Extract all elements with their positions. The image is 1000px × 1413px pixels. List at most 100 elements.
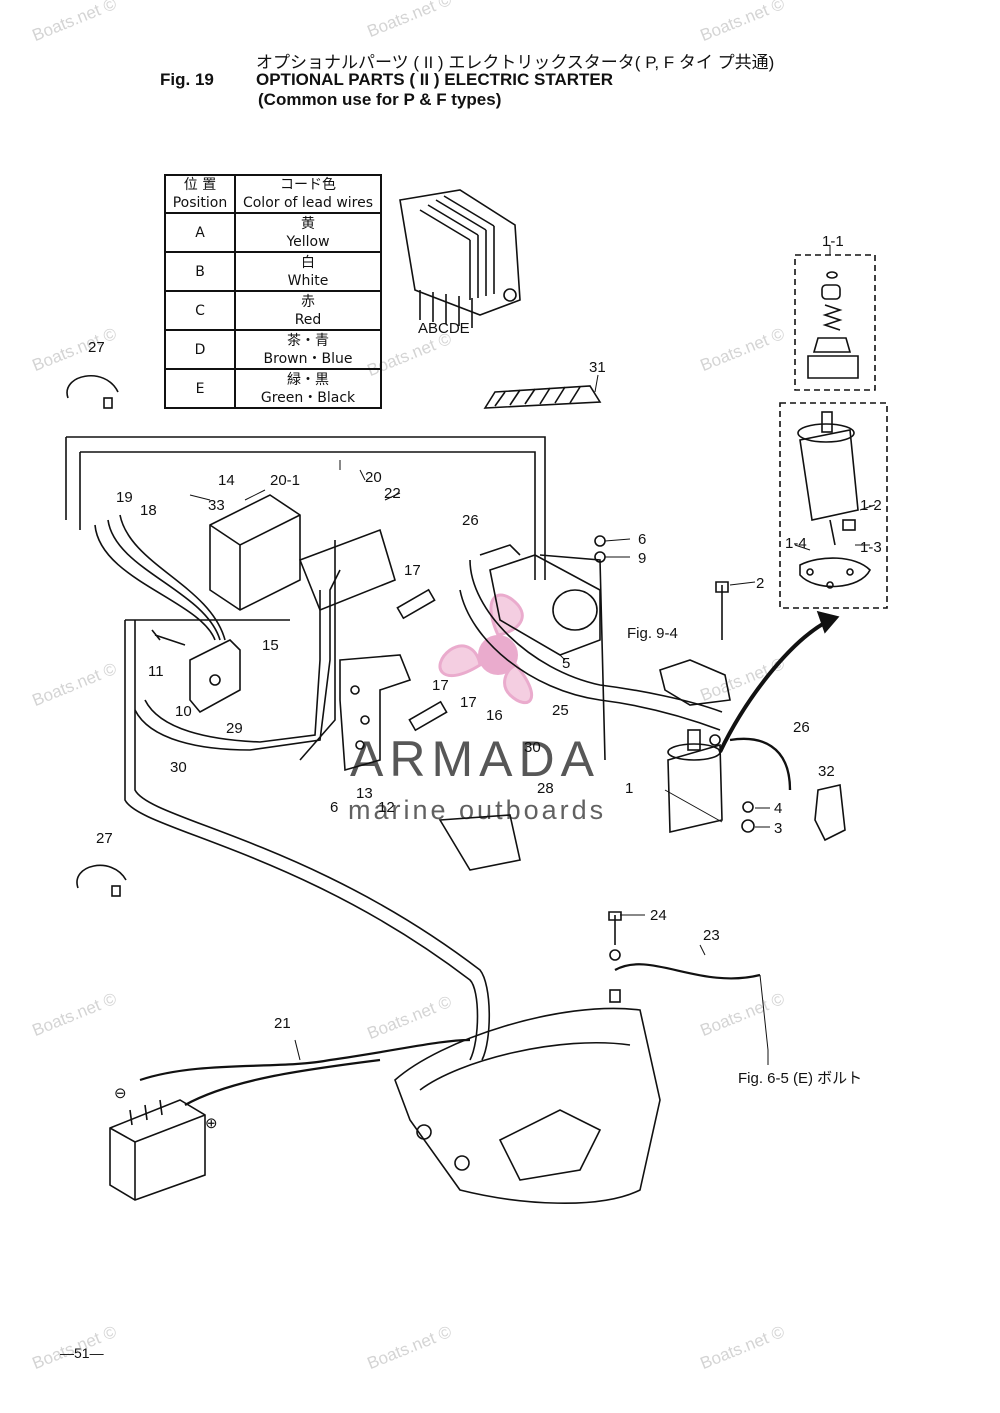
callout-17: 17 (432, 677, 449, 694)
position-cell: C (164, 290, 236, 331)
starter-relay-icon (479, 544, 601, 656)
callout-28: 28 (537, 780, 554, 797)
rectifier-regulator-icon (399, 189, 521, 328)
color-en: Brown・Blue (263, 350, 353, 367)
position-cell: D (164, 329, 236, 370)
callout-23: 23 (703, 927, 720, 944)
color-jp: 黄 (301, 215, 315, 232)
brand-watermark: ARMADA (350, 731, 600, 787)
position-header: 位 置 Position (164, 174, 236, 214)
figure-number: Fig. 19 (160, 70, 214, 89)
lead-wire-color-table: 位 置 Position コード色 Color of lead wires A … (164, 174, 382, 409)
battery-negative-label: ⊖ (114, 1085, 127, 1102)
figure-title-japanese: オプショナルパーツ ( II ) エレクトリックスタータ( P, F タイ プ共… (256, 53, 775, 72)
collar-icon (609, 989, 621, 1003)
reference-fig-9-4: Fig. 9-4 (627, 625, 678, 642)
callout-1-3: 1-3 (860, 539, 882, 556)
color-jp: 茶・青 (287, 332, 329, 349)
table-header-row: 位 置 Position コード色 Color of lead wires (164, 174, 382, 214)
color-en: Red (294, 311, 322, 328)
reference-fig-6-5: Fig. 6-5 (E) ボルト (738, 1070, 862, 1087)
callout-5: 5 (562, 655, 570, 672)
starter-cable-icon (729, 737, 792, 791)
callout-1-4: 1-4 (785, 535, 807, 552)
color-jp: 緑・黒 (287, 371, 329, 388)
callout-27: 27 (88, 339, 105, 356)
callout-12: 12 (378, 799, 395, 816)
arrow-line (718, 618, 831, 753)
color-en: Yellow (286, 233, 330, 250)
color-header-jp: コード色 (280, 177, 336, 193)
callout-33: 33 (208, 497, 225, 514)
color-header: コード色 Color of lead wires (234, 174, 382, 214)
callout-15: 15 (262, 637, 279, 654)
callout-1-1: 1-1 (822, 233, 844, 250)
figure-title: OPTIONAL PARTS ( II ) ELECTRIC STARTER (256, 70, 613, 89)
callout-25: 25 (552, 702, 569, 719)
callout-17: 17 (460, 694, 477, 711)
callout-14: 14 (218, 472, 235, 489)
starter-exploded-frame (779, 402, 888, 609)
callout-32: 32 (818, 763, 835, 780)
callout-18: 18 (140, 502, 157, 519)
washer-icon (742, 801, 754, 813)
starter-motor-icon (667, 729, 723, 833)
callout-20-1: 20-1 (270, 472, 300, 489)
battery-positive-label: ⊕ (205, 1115, 218, 1132)
color-jp: 白 (301, 254, 315, 271)
callout-1-2: 1-2 (860, 497, 882, 514)
bolt-icon (151, 629, 186, 646)
fuse-holder-icon (396, 588, 448, 732)
clip-icon (76, 864, 127, 897)
callout-1: 1 (625, 780, 633, 797)
callout-4: 4 (774, 800, 782, 817)
cdi-unit-icon (189, 639, 241, 714)
callout-3: 3 (774, 820, 782, 837)
starter-bracket-icon (438, 814, 521, 871)
washer-icon (609, 949, 621, 961)
starter-drive-icon (794, 254, 876, 391)
terminal-cap-icon (814, 784, 846, 842)
callout-10: 10 (175, 703, 192, 720)
figure-subtitle: (Common use for P & F types) (258, 90, 502, 109)
clip-icon (66, 375, 119, 409)
callout-26: 26 (793, 719, 810, 736)
nut-icon (741, 819, 755, 833)
position-header-jp: 位 置 (183, 177, 217, 193)
connector-letters-label: ABCDE (418, 320, 470, 337)
callout-11: 11 (148, 663, 164, 680)
callout-17: 17 (404, 562, 421, 579)
position-cell: A (164, 212, 236, 253)
cover-strip-icon (483, 385, 602, 409)
callout-19: 19 (116, 489, 133, 506)
color-jp: 赤 (301, 293, 315, 310)
callout-6: 6 (330, 799, 338, 816)
position-cell: E (164, 368, 236, 409)
bolt-icon (715, 581, 729, 640)
leader-lines (189, 245, 876, 1065)
callout-30: 30 (170, 759, 187, 776)
callout-31: 31 (589, 359, 606, 376)
callout-26: 26 (462, 512, 479, 529)
battery-cable-icon (184, 1058, 381, 1106)
callout-29: 29 (226, 720, 243, 737)
battery-icon (109, 1099, 206, 1201)
nut-icon (594, 535, 606, 547)
bolt-icon (608, 911, 622, 945)
battery-cable-icon (139, 1038, 471, 1082)
callout-2: 2 (756, 575, 764, 592)
ground-cable-icon (614, 963, 761, 980)
callout-20: 20 (365, 469, 382, 486)
callout-6: 6 (638, 531, 646, 548)
callout-16: 16 (486, 707, 503, 724)
